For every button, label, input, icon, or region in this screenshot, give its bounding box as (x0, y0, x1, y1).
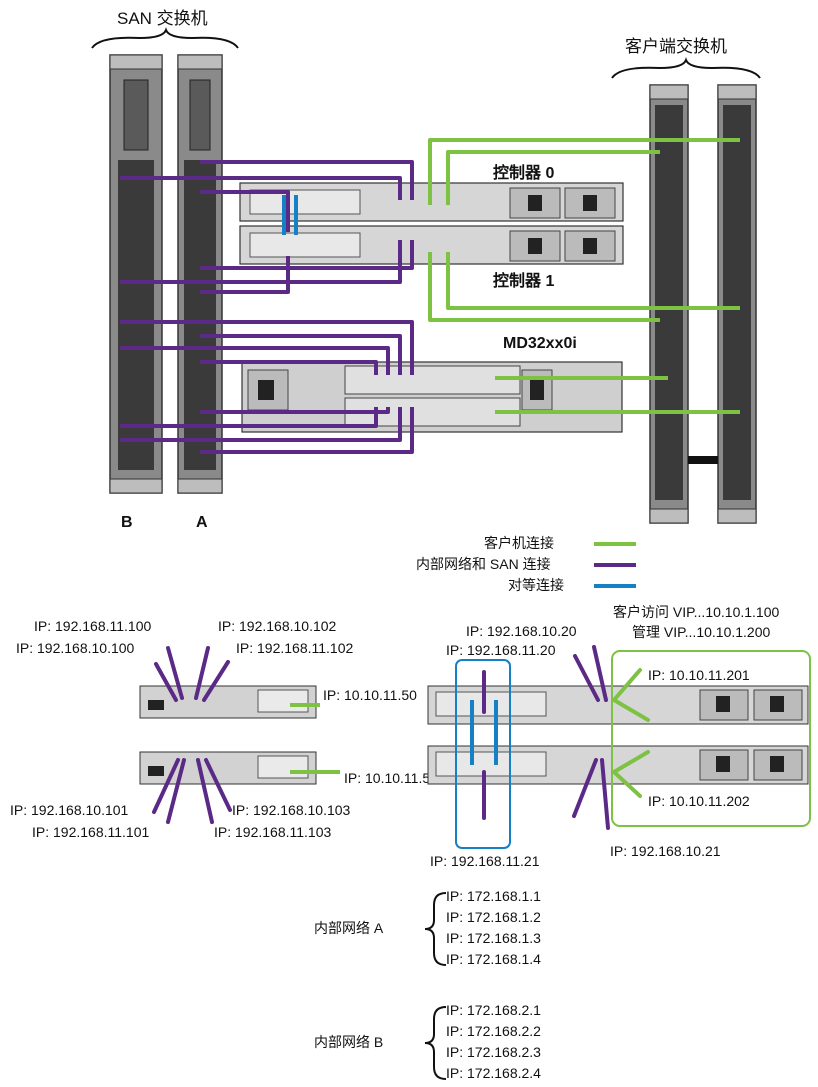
mgmt-vip-label: 管理 VIP...10.10.1.200 (632, 624, 770, 640)
network-a-ip: IP: 172.168.1.2 (446, 909, 541, 925)
network-b-ip: IP: 172.168.2.4 (446, 1065, 541, 1081)
array-controller-0 (140, 686, 316, 718)
client-switch-title: 客户端交换机 (625, 37, 727, 56)
legend: 客户机连接 内部网络和 SAN 连接 对等连接 (416, 535, 636, 593)
ip-pub1: IP: 10.10.11.202 (648, 793, 750, 809)
client-switch-right (718, 85, 756, 523)
ip-node-top1: IP: 192.168.10.20 (466, 623, 577, 639)
ip-pub0: IP: 10.10.11.201 (648, 667, 750, 683)
ip-br2: IP: 192.168.11.103 (214, 824, 331, 840)
network-b-ip: IP: 172.168.2.2 (446, 1023, 541, 1039)
san-switch-brace (92, 30, 238, 48)
client-vip-label: 客户访问 VIP...10.10.1.100 (613, 604, 779, 620)
network-a-label: 内部网络 A (314, 920, 384, 936)
internal-network-b: 内部网络 B IP: 172.168.2.1 IP: 172.168.2.2 I… (314, 1002, 541, 1081)
array-controller-1 (140, 752, 316, 784)
controller-1-label: 控制器 1 (493, 271, 554, 290)
ip-mgmt1: IP: 10.10.11.51 (344, 770, 438, 786)
ip-tr2: IP: 192.168.11.102 (236, 640, 353, 656)
network-a-ip: IP: 172.168.1.1 (446, 888, 541, 904)
ip-bl2: IP: 192.168.11.101 (32, 824, 149, 840)
network-b-ip: IP: 172.168.2.1 (446, 1002, 541, 1018)
network-b-label: 内部网络 B (314, 1034, 383, 1050)
switch-b-label: B (121, 514, 133, 531)
ip-node-top2: IP: 192.168.11.20 (446, 642, 556, 658)
node-san-cables (484, 647, 608, 828)
internal-network-a: 内部网络 A IP: 172.168.1.1 IP: 172.168.1.2 I… (314, 888, 541, 967)
network-b-ip: IP: 172.168.2.3 (446, 1044, 541, 1060)
legend-san-label: 内部网络和 SAN 连接 (416, 556, 551, 572)
switch-a-label: A (196, 514, 208, 531)
storage-array (242, 362, 622, 432)
network-b-brace (425, 1007, 446, 1079)
ip-tr1: IP: 192.168.10.102 (218, 618, 337, 634)
legend-client-label: 客户机连接 (484, 535, 554, 551)
ip-tl2: IP: 192.168.10.100 (16, 640, 135, 656)
ip-node-bot2: IP: 192.168.10.21 (610, 843, 721, 859)
ip-bl1: IP: 192.168.10.101 (10, 802, 129, 818)
ip-tl1: IP: 192.168.11.100 (34, 618, 151, 634)
network-a-ip: IP: 172.168.1.3 (446, 930, 541, 946)
client-switch-brace (612, 60, 760, 78)
network-a-brace (425, 893, 446, 965)
ip-mgmt0: IP: 10.10.11.50 (323, 687, 417, 703)
ip-br1: IP: 192.168.10.103 (232, 802, 351, 818)
network-a-ip: IP: 172.168.1.4 (446, 951, 541, 967)
client-switch-interlink (688, 456, 718, 464)
san-switch-title: SAN 交换机 (117, 9, 208, 28)
controller-0-label: 控制器 0 (493, 163, 554, 182)
legend-peer-label: 对等连接 (508, 577, 564, 593)
array-label: MD32xx0i (503, 335, 577, 352)
ip-node-bot1: IP: 192.168.11.21 (430, 853, 540, 869)
